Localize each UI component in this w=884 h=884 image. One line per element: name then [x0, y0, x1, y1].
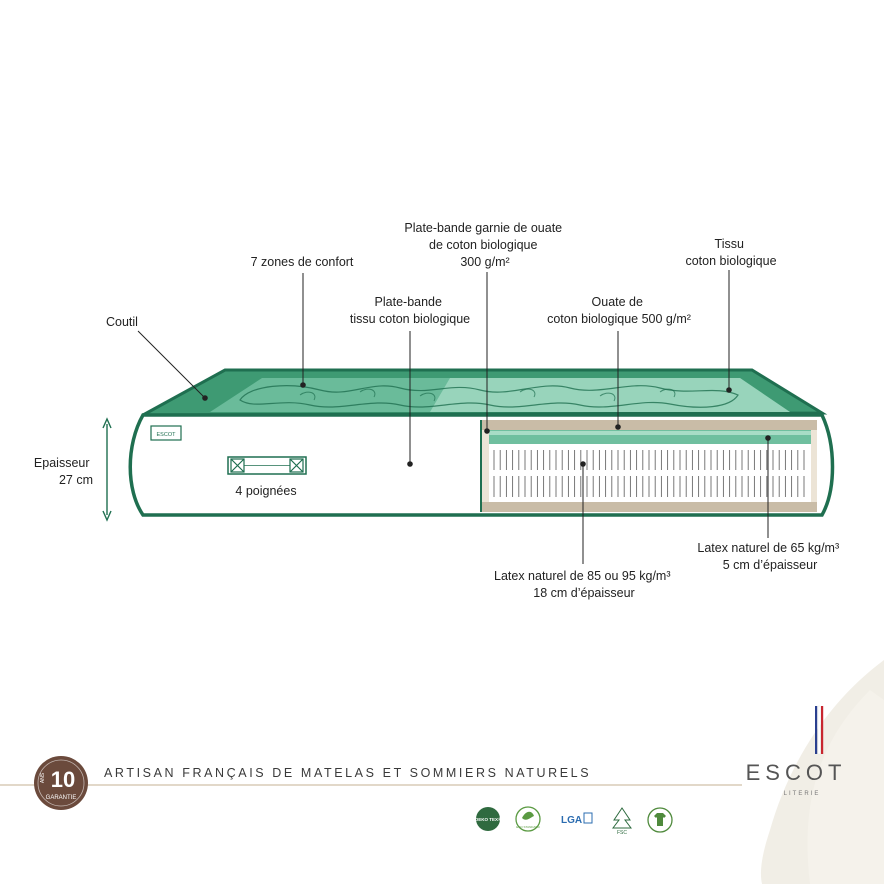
latex-65-layer-highlight	[489, 431, 811, 435]
label-latex-85: Latex naturel de 85 ou 95 kg/m³ 18 cm d’…	[494, 569, 674, 600]
warranty-badge-unit: ANS	[40, 772, 46, 783]
thickness-arrow	[102, 417, 112, 522]
handle-cross-right-x	[289, 458, 304, 473]
svg-text:LGA: LGA	[561, 815, 582, 826]
warranty-badge: 10 ANS GARANTIE	[34, 756, 88, 810]
quilting-pattern	[239, 385, 739, 408]
label-plate-bande-garnie: Plate-bande garnie de ouate de coton bio…	[404, 221, 565, 269]
label-ouate: Ouate de coton biologique 500 g/m²	[547, 295, 691, 326]
quilting-pattern-swirls	[299, 388, 676, 402]
label-latex-65: Latex naturel de 65 kg/m³ 5 cm d’épaisse…	[697, 541, 842, 572]
mattress: ESCOT	[128, 368, 835, 517]
footer: 10 ANS GARANTIE ARTISAN FRANÇAIS DE MATE…	[0, 705, 847, 836]
mattress-top-comfort-zones	[430, 378, 790, 412]
mattress-label-tag-text: ESCOT	[157, 432, 177, 438]
label-plate-bande-tissu: Plate-bande tissu coton biologique	[350, 295, 470, 326]
brand-name: ESCOT	[746, 760, 847, 785]
leader-lines	[137, 270, 771, 564]
label-tissu: Tissu coton biologique	[685, 237, 776, 268]
ouate-layer	[481, 420, 817, 430]
leaf-background-shape-2	[807, 690, 884, 884]
fsc-logo: FSC	[612, 807, 632, 836]
latex-85-core	[489, 444, 811, 502]
escot-brand-logo: ESCOT LITERIE	[746, 705, 847, 797]
label-coutil: Coutil	[106, 315, 138, 329]
svg-text:ECO STANDARD: ECO STANDARD	[516, 825, 540, 829]
certification-logos: OEKO TEX® ECO STANDARD LGA FSC	[475, 806, 673, 836]
tagline: ARTISAN FRANÇAIS DE MATELAS ET SOMMIERS …	[104, 766, 591, 780]
svg-text:OEKO TEX®: OEKO TEX®	[475, 816, 502, 822]
mattress-label-tag	[150, 425, 182, 441]
warranty-badge-text: GARANTIE	[46, 795, 77, 801]
label-epaisseur: Epaisseur 27 cm	[34, 456, 93, 487]
gots-logo: ECO STANDARD	[515, 806, 541, 832]
label-poignees: 4 poignées	[235, 484, 296, 498]
label-comfort-zones: 7 zones de confort	[251, 255, 354, 269]
organic-cotton-logo	[647, 807, 673, 833]
ouate-bottom-layer	[481, 502, 817, 512]
latex-core-holes	[493, 450, 805, 497]
svg-text:FSC: FSC	[617, 830, 627, 836]
warranty-badge-number: 10	[51, 767, 75, 792]
lga-logo: LGA	[561, 812, 593, 826]
oeko-tex-logo: OEKO TEX®	[475, 807, 502, 831]
handle-cross-left-x	[230, 458, 245, 473]
brand-sub: LITERIE	[784, 791, 821, 797]
